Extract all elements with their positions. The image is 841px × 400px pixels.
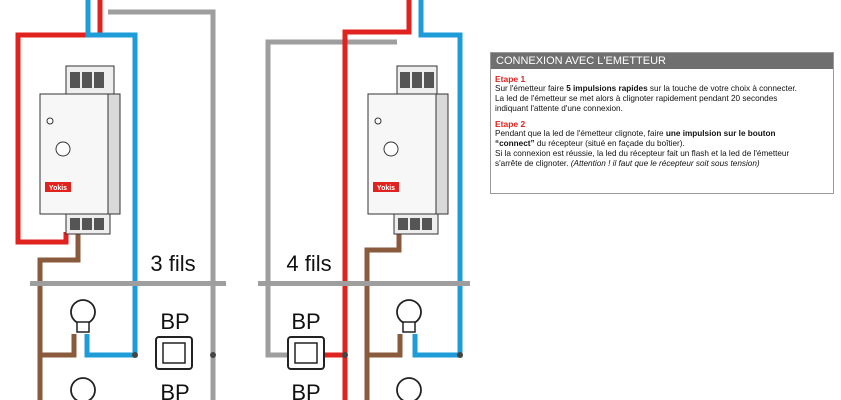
push-button-label: BP — [160, 380, 189, 400]
right-circuit: Yokis 4 fils L N BP BP — [265, 0, 463, 400]
switched-wire — [364, 232, 403, 358]
wiring-label-left: 3 fils — [150, 251, 195, 276]
rail-divider — [30, 281, 226, 286]
grey-wire — [265, 39, 397, 358]
bulb-icon — [70, 377, 96, 400]
panel-title: CONNEXION AVEC L'EMETTEUR — [491, 53, 833, 69]
push-button-label: BP — [291, 380, 320, 400]
neutral-wire — [412, 0, 463, 358]
grey-wire — [108, 9, 216, 400]
step1-title: Etape 1 — [495, 74, 526, 84]
top-label-right: L N — [399, 0, 432, 3]
brand-label: Yokis — [49, 185, 67, 192]
step1-text: Sur l'émetteur faire 5 impulsions rapide… — [495, 84, 797, 113]
neutral-wire — [84, 0, 138, 358]
live-wire — [342, 0, 412, 400]
left-circuit: Yokis 3 fils N L BP BP — [15, 0, 216, 400]
brand-label: Yokis — [377, 185, 395, 192]
module-right: Yokis — [367, 65, 449, 235]
bulb-icon — [70, 299, 96, 333]
bulb-icon — [396, 377, 422, 400]
switched-wire — [37, 232, 81, 358]
step2-title: Etape 2 — [495, 119, 526, 129]
instructions-panel: CONNEXION AVEC L'EMETTEUR Etape 1 Sur l'… — [490, 52, 834, 194]
step2-text: Pendant que la led de l'émetteur clignot… — [495, 129, 790, 168]
push-button-label: BP — [160, 309, 189, 334]
live-wire — [15, 0, 103, 245]
push-button-icon — [287, 336, 325, 370]
rail-divider — [258, 281, 470, 286]
push-button-icon — [155, 336, 193, 370]
bulb-icon — [396, 299, 422, 333]
top-label-left: N L — [81, 0, 115, 3]
push-button-label: BP — [291, 309, 320, 334]
wiring-label-right: 4 fils — [286, 251, 331, 276]
module-left: Yokis — [39, 65, 121, 235]
